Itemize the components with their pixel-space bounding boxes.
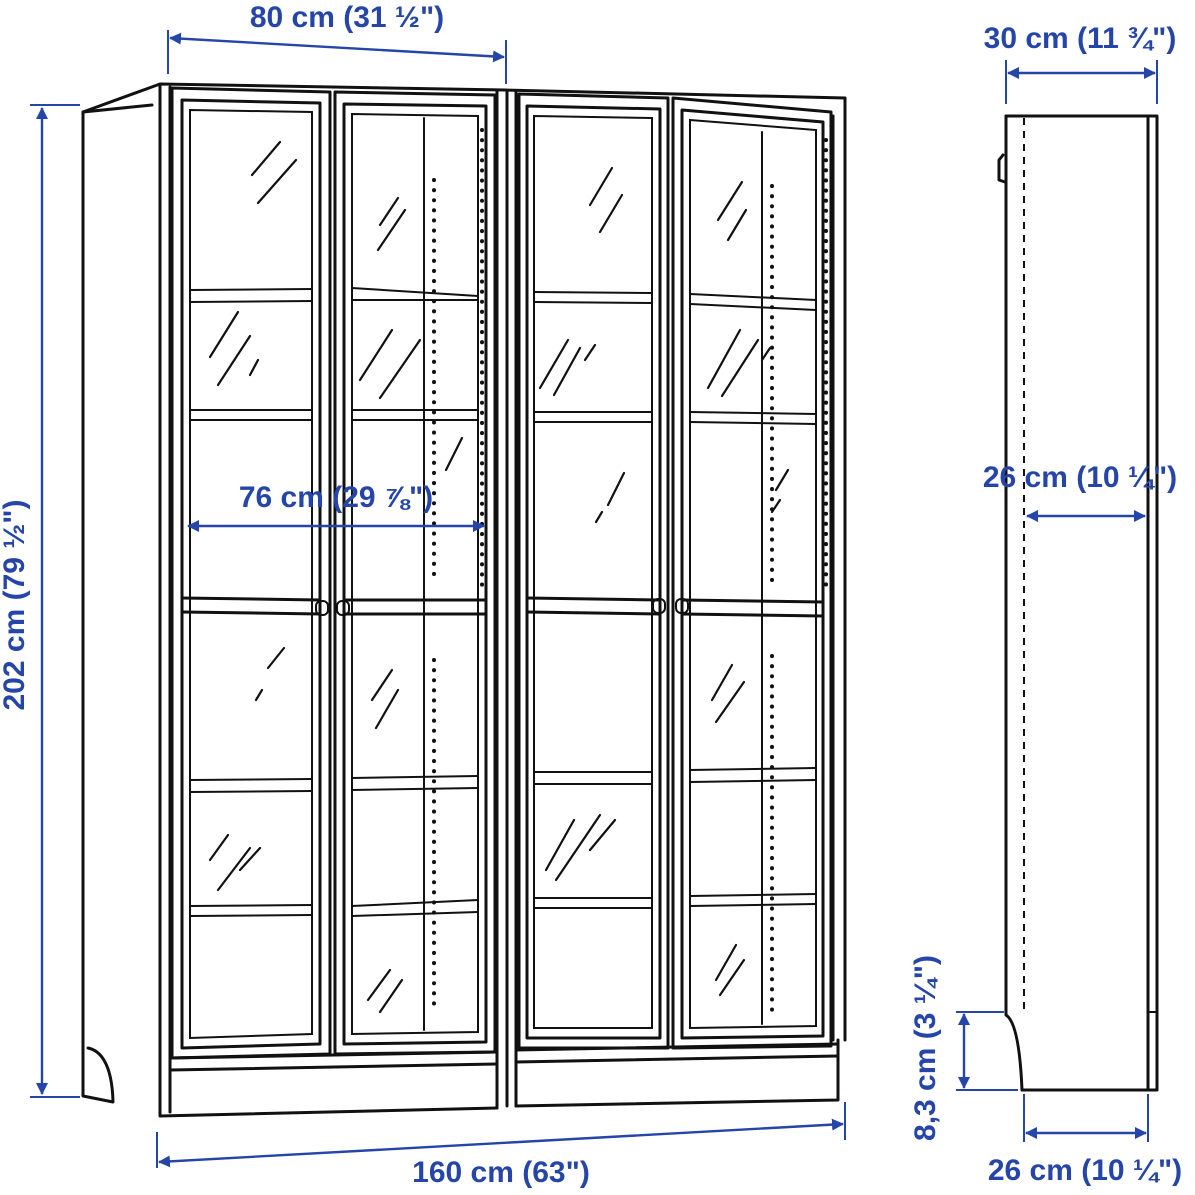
dim-total-height-label: 202 cm (79 ½") (0, 499, 31, 710)
dim-plinth-height-label: 8,3 cm (3 ¼") (909, 955, 942, 1141)
door-4 (671, 96, 833, 1050)
dim-side-depth-bottom (1023, 1094, 1149, 1142)
front-view (81, 82, 847, 1118)
dim-side-depth-inner-label: 26 cm (10 ¼") (983, 461, 1177, 494)
door-2 (333, 90, 497, 1056)
dim-side-depth-bottom-label: 26 cm (10 ¼") (988, 1154, 1182, 1187)
door-1 (170, 86, 332, 1060)
dim-inner-width-label: 76 cm (29 ⅞") (239, 481, 433, 514)
left-bookcase-frame (158, 82, 499, 1118)
dim-plinth-height (956, 1011, 1018, 1091)
glass-reflections (208, 140, 790, 1014)
dim-side-depth-top-label: 30 cm (11 ¾") (984, 22, 1177, 55)
dim-total-width-label: 160 cm (63") (412, 1156, 590, 1189)
dim-side-depth-top (1005, 60, 1158, 104)
dim-total-height (30, 104, 80, 1098)
side-view (997, 114, 1159, 1092)
left-side-panel (81, 110, 115, 1104)
door-3 (517, 92, 670, 1050)
door-knobs (315, 598, 689, 616)
right-bookcase-frame (514, 96, 847, 1108)
dim-total-width (156, 1102, 846, 1168)
dim-top-width (167, 30, 507, 84)
dim-top-width-label: 80 cm (31 ½") (250, 1, 444, 34)
